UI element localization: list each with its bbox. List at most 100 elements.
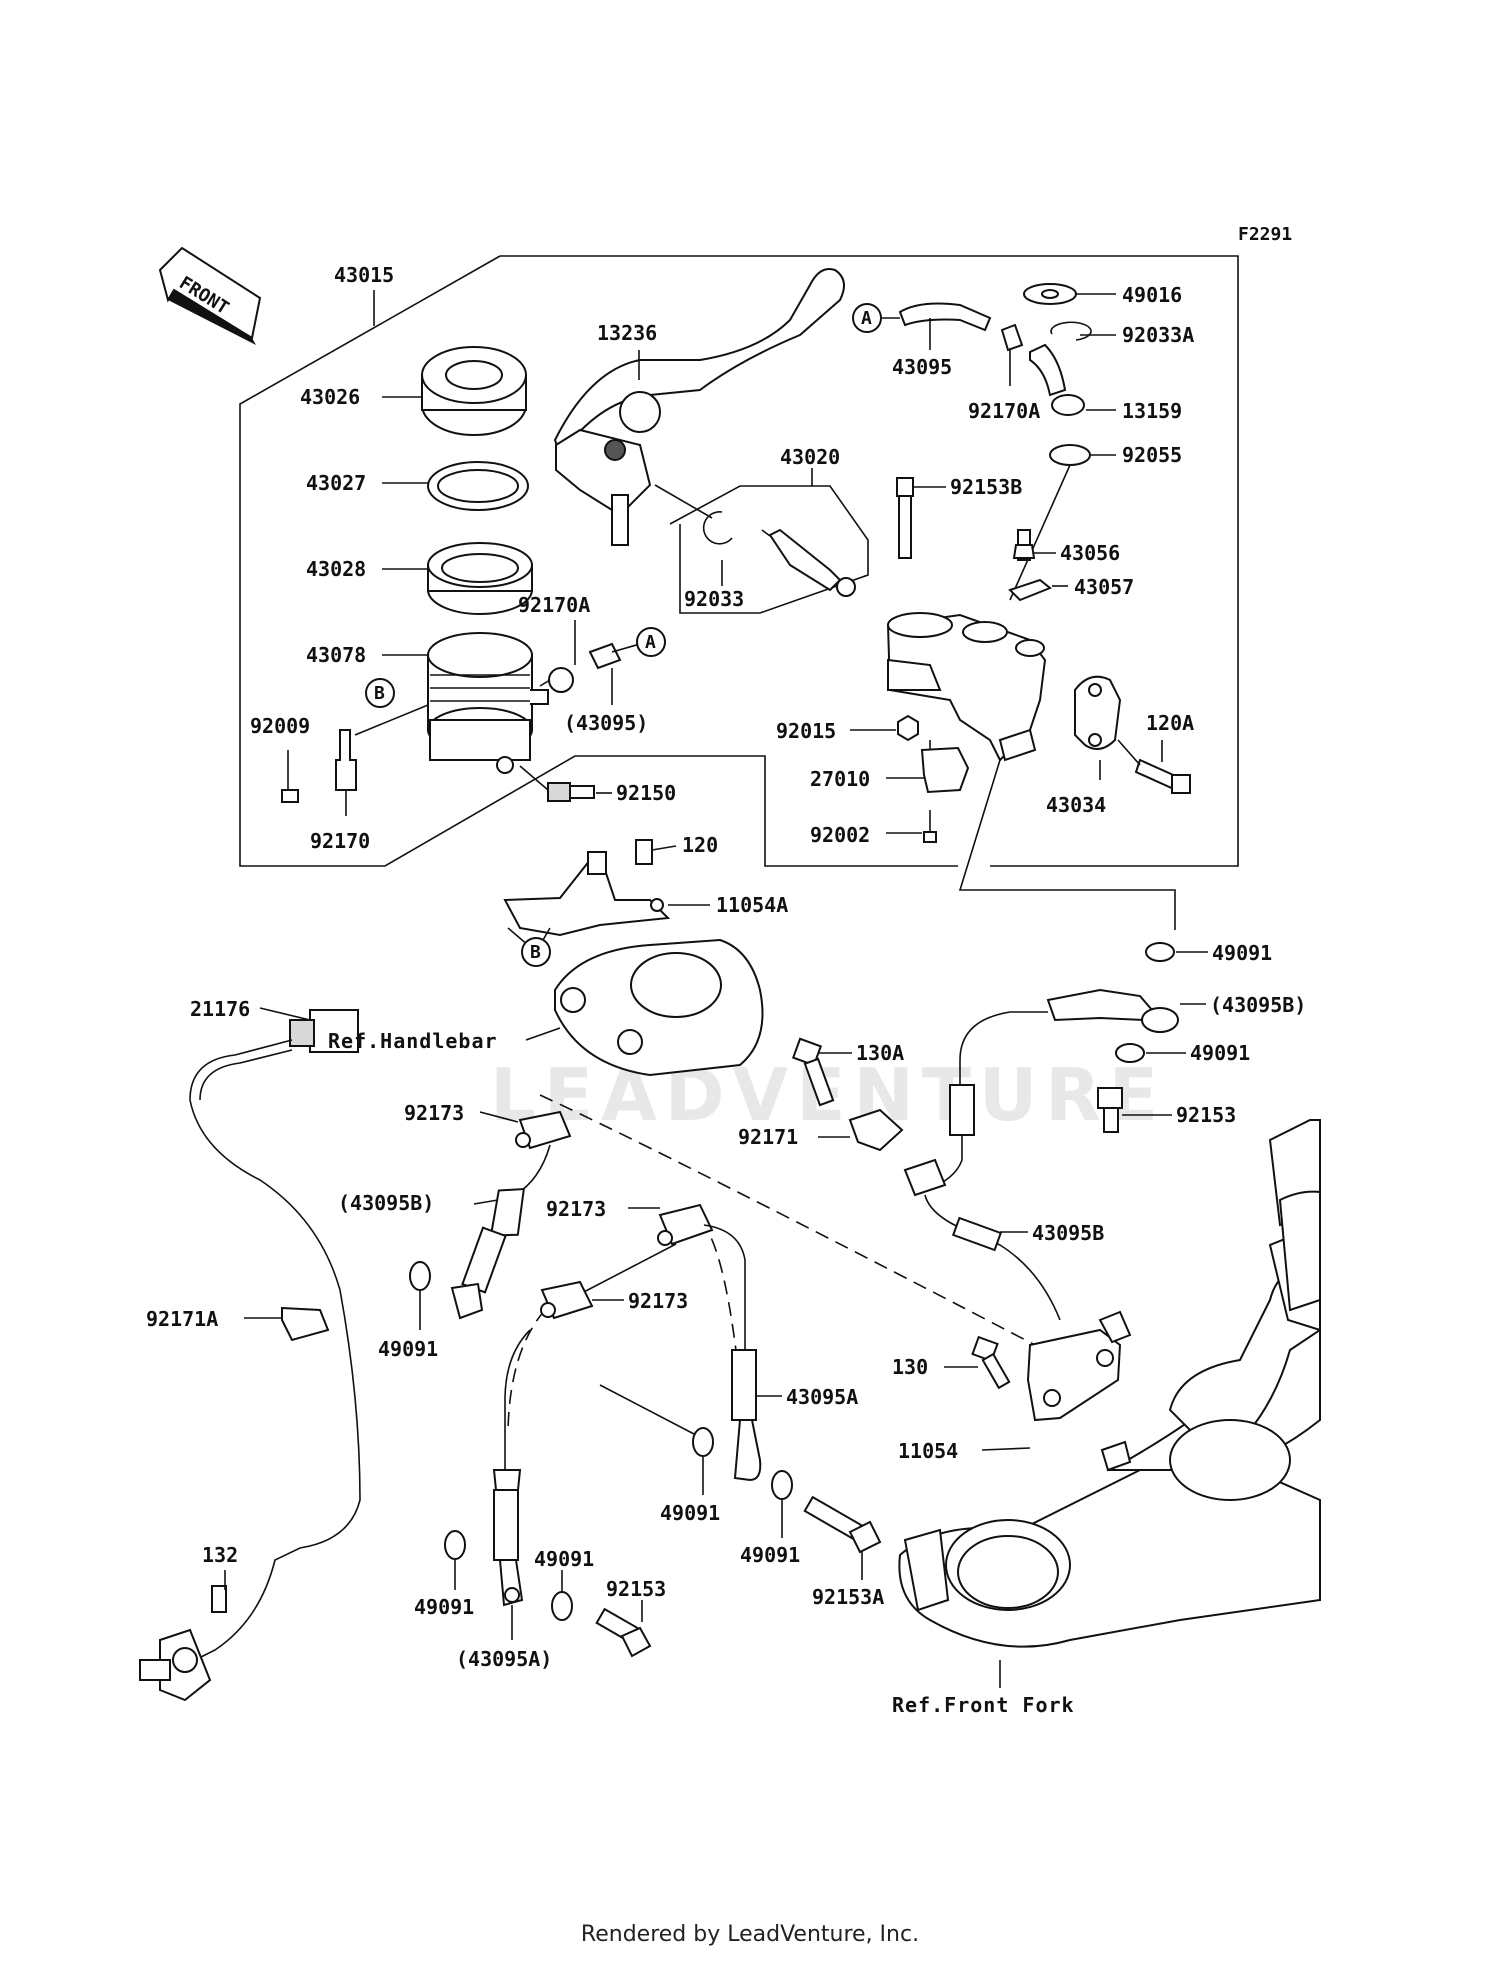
label-43095A: 43095A bbox=[786, 1385, 858, 1409]
label-43034: 43034 bbox=[1046, 793, 1106, 817]
callout-A-top: A bbox=[852, 303, 882, 333]
leader-43095B-paren-left bbox=[473, 1199, 499, 1205]
label-49091-left: 49091 bbox=[378, 1337, 438, 1361]
abs-sensor bbox=[139, 1628, 212, 1702]
footer-credit: Rendered by LeadVenture, Inc. bbox=[580, 1922, 920, 1947]
elbow-13159 bbox=[1029, 343, 1085, 416]
label-92171A: 92171A bbox=[146, 1307, 218, 1331]
callout-B-lower-label: B bbox=[530, 942, 541, 963]
washer-49016-hole bbox=[1041, 289, 1059, 299]
label-92173-a: 92173 bbox=[404, 1101, 464, 1125]
screw-92002 bbox=[923, 810, 937, 843]
label-43028: 43028 bbox=[306, 557, 366, 581]
label-43020: 43020 bbox=[780, 445, 840, 469]
hose-43095-paren bbox=[588, 642, 622, 670]
label-120A: 120A bbox=[1146, 711, 1194, 735]
callout-B-left-label: B bbox=[374, 683, 385, 704]
diaphragm-43028 bbox=[427, 542, 533, 615]
hose-43095B-paren-right bbox=[959, 988, 1179, 1090]
bracket-11054 bbox=[1026, 1310, 1132, 1422]
label-120: 120 bbox=[682, 833, 718, 857]
label-43095B-paren-right: (43095B) bbox=[1210, 993, 1306, 1017]
label-92033A: 92033A bbox=[1122, 323, 1194, 347]
label-27010: 27010 bbox=[810, 767, 870, 791]
label-92153-right: 92153 bbox=[1176, 1103, 1236, 1127]
label-43078: 43078 bbox=[306, 643, 366, 667]
reservoir-cap-43026 bbox=[421, 346, 527, 436]
label-11054A: 11054A bbox=[716, 893, 788, 917]
label-43027: 43027 bbox=[306, 471, 366, 495]
o-ring-92055 bbox=[1049, 444, 1091, 466]
bolt-92150 bbox=[547, 782, 595, 802]
label-49091-top: 49091 bbox=[1212, 941, 1272, 965]
label-ref-handlebar: Ref.Handlebar bbox=[328, 1029, 498, 1053]
bolt-130 bbox=[971, 1335, 1011, 1390]
washer-49091-d bbox=[444, 1530, 466, 1560]
leader-92173-b-2 bbox=[579, 1243, 677, 1295]
clamp-92173-b bbox=[657, 1203, 714, 1246]
clamp-92170A-left bbox=[539, 667, 574, 693]
label-92170A-left: 92170A bbox=[518, 593, 590, 617]
diaphragm-plate-inner bbox=[437, 469, 519, 503]
leader-92055-b bbox=[1009, 464, 1071, 601]
label-132: 132 bbox=[202, 1543, 238, 1567]
label-92009: 92009 bbox=[250, 714, 310, 738]
washer-49091-right bbox=[1115, 1043, 1145, 1063]
label-49091-mid: 49091 bbox=[660, 1501, 720, 1525]
hose-43095B-paren-left bbox=[450, 1144, 551, 1320]
bolt-120A bbox=[1134, 758, 1191, 794]
label-43015: 43015 bbox=[334, 263, 394, 287]
label-43095: 43095 bbox=[892, 355, 952, 379]
bolt-92153-bottom bbox=[595, 1607, 652, 1658]
label-ref-front-fork: Ref.Front Fork bbox=[892, 1693, 1075, 1717]
circlip-92033A bbox=[1050, 321, 1092, 341]
dashed-line-3 bbox=[507, 1309, 546, 1431]
front-arrow-icon: FRONT bbox=[158, 246, 262, 345]
bracket-92170 bbox=[335, 729, 357, 791]
sensor-connector-21176 bbox=[289, 1009, 359, 1053]
label-92170: 92170 bbox=[310, 829, 370, 853]
hose-43095B bbox=[903, 1084, 1061, 1321]
sensor-cable bbox=[189, 1039, 361, 1661]
washer-49091-e bbox=[551, 1591, 573, 1621]
clamp-92173-c bbox=[540, 1280, 594, 1320]
screw-120 bbox=[635, 839, 653, 865]
clamp-92173-a bbox=[515, 1110, 572, 1150]
handlebar-block bbox=[554, 938, 764, 1077]
clip-92171A bbox=[281, 1306, 330, 1342]
dashed-line-1 bbox=[539, 1094, 1036, 1346]
screw-92009 bbox=[281, 750, 299, 803]
label-92173-b: 92173 bbox=[546, 1197, 606, 1221]
label-49016: 49016 bbox=[1122, 283, 1182, 307]
sensor-cable-b bbox=[199, 1049, 293, 1101]
callout-B-left: B bbox=[365, 678, 395, 708]
leader-92173-a bbox=[479, 1111, 519, 1123]
cap-43057 bbox=[1008, 578, 1052, 602]
label-43026: 43026 bbox=[300, 385, 360, 409]
washer-49091-top bbox=[1145, 942, 1175, 962]
bolt-130A bbox=[791, 1037, 835, 1107]
figure-code: F2291 bbox=[1238, 224, 1292, 245]
clamp-92171 bbox=[848, 1108, 904, 1152]
callout-A-mid-label: A bbox=[645, 632, 656, 653]
callout-B-lower: B bbox=[521, 937, 551, 967]
master-cylinder-body bbox=[886, 612, 1047, 762]
bleeder-43056 bbox=[1012, 529, 1036, 561]
label-130: 130 bbox=[892, 1355, 928, 1379]
label-43095B: 43095B bbox=[1032, 1221, 1104, 1245]
switch-27010 bbox=[920, 740, 970, 794]
reservoir-43078 bbox=[427, 632, 549, 774]
leader-120 bbox=[651, 845, 677, 851]
label-92153B: 92153B bbox=[950, 475, 1022, 499]
leader-lever-pivot bbox=[654, 484, 713, 519]
washer-49091-mid bbox=[692, 1427, 714, 1457]
leader-120A bbox=[1117, 739, 1141, 766]
hose-43095A-paren bbox=[492, 1329, 531, 1607]
label-43095B-paren-left: (43095B) bbox=[338, 1191, 434, 1215]
label-92171: 92171 bbox=[738, 1125, 798, 1149]
leader-21176 bbox=[259, 1007, 311, 1021]
label-92173-c: 92173 bbox=[628, 1289, 688, 1313]
bolt-132 bbox=[211, 1585, 227, 1613]
bolt-92153A bbox=[803, 1495, 882, 1554]
